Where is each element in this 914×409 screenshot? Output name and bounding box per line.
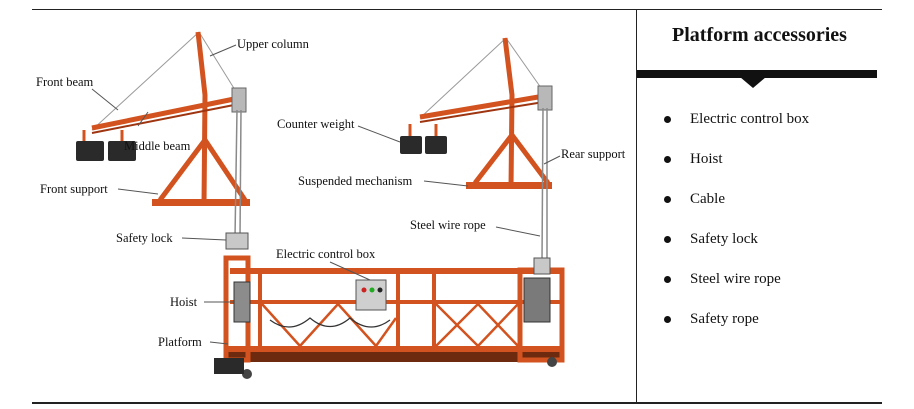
right-rear-support-base xyxy=(466,182,552,189)
frame-bottom-border xyxy=(32,402,882,404)
platform-floor xyxy=(228,352,564,362)
list-item-label: Steel wire rope xyxy=(690,271,781,287)
list-item: Steel wire rope xyxy=(662,268,809,308)
left-stay-cable-front xyxy=(91,31,200,131)
leader-front-support xyxy=(117,188,159,195)
label-front-beam: Front beam xyxy=(36,75,94,89)
right-hoist xyxy=(523,277,551,323)
left-suspension-mechanism xyxy=(76,31,250,239)
left-front-beam xyxy=(91,94,245,131)
label-platform: Platform xyxy=(158,335,202,349)
work-platform xyxy=(214,232,565,379)
bullet-icon xyxy=(664,156,671,163)
bullet-icon xyxy=(664,276,671,283)
bullet-icon xyxy=(664,236,671,243)
platform-wheel-left xyxy=(242,369,252,379)
right-wire-rope-1 xyxy=(541,107,544,263)
label-upper-column: Upper column xyxy=(237,37,310,51)
right-safety-lock xyxy=(533,257,551,275)
control-box-button-1 xyxy=(361,287,367,293)
panel-title-bar xyxy=(637,70,877,78)
leader-platform xyxy=(209,341,229,345)
right-suspension-mechanism xyxy=(400,37,553,263)
electric-control-box xyxy=(355,279,387,311)
list-item-label: Hoist xyxy=(690,151,723,167)
leader-lines xyxy=(91,44,561,345)
leader-electric-control-box xyxy=(329,261,371,281)
left-safety-lock xyxy=(225,232,249,250)
left-wire-rope-2 xyxy=(239,109,242,239)
label-rear-support: Rear support xyxy=(561,147,626,161)
leader-steel-wire-rope xyxy=(495,226,541,237)
left-wire-rope-1 xyxy=(234,109,238,239)
list-item-label: Safety rope xyxy=(690,311,759,327)
left-beam-end-block xyxy=(231,87,247,113)
label-counter-weight: Counter weight xyxy=(277,117,355,131)
right-beam-lower xyxy=(419,100,551,123)
platform-power-cable xyxy=(269,317,391,328)
list-item-label: Electric control box xyxy=(690,111,810,127)
right-counter-weight-1 xyxy=(400,136,422,154)
right-front-beam xyxy=(419,92,551,120)
right-beam-end-block xyxy=(537,85,553,111)
list-item: Safety lock xyxy=(662,228,809,268)
leader-safety-lock xyxy=(181,237,227,241)
list-item: Cable xyxy=(662,188,809,228)
gondola-diagram: Upper column Front beam Middle beam Fron… xyxy=(36,31,626,379)
right-upper-column xyxy=(502,37,515,189)
list-item-label: Cable xyxy=(690,191,725,207)
label-electric-control-box: Electric control box xyxy=(276,247,376,261)
left-hoist xyxy=(233,281,251,323)
accessories-list: Electric control box Hoist Cable Safety … xyxy=(662,108,809,348)
control-box-button-3 xyxy=(377,287,383,293)
frame-top-border xyxy=(32,9,882,10)
leader-upper-column xyxy=(209,44,237,57)
leader-middle-beam xyxy=(137,111,149,127)
label-middle-beam: Middle beam xyxy=(124,139,191,153)
left-counter-weight-1 xyxy=(76,141,104,161)
platform-left-foot xyxy=(214,358,244,374)
right-stay-cable-front xyxy=(419,37,507,119)
leader-front-beam xyxy=(91,88,119,111)
panel-down-arrow-icon xyxy=(740,77,766,88)
platform-bracing-right xyxy=(435,302,519,348)
left-front-support xyxy=(158,135,248,202)
label-steel-wire-rope: Steel wire rope xyxy=(410,218,486,232)
bullet-icon xyxy=(664,316,671,323)
left-beam-lower xyxy=(91,102,245,134)
leader-suspended-mechanism xyxy=(423,180,469,187)
leader-rear-support xyxy=(543,155,561,165)
right-rear-support xyxy=(473,130,550,185)
list-item-label: Safety lock xyxy=(690,231,758,247)
left-counter-weight-2 xyxy=(108,141,136,161)
list-item: Safety rope xyxy=(662,308,809,348)
list-item: Electric control box xyxy=(662,108,809,148)
right-counter-weight-2 xyxy=(425,136,447,154)
label-suspended-mechanism: Suspended mechanism xyxy=(298,174,412,188)
label-safety-lock: Safety lock xyxy=(116,231,173,245)
frame-divider xyxy=(636,9,637,403)
left-upper-column xyxy=(195,31,208,206)
list-item: Hoist xyxy=(662,148,809,188)
label-hoist: Hoist xyxy=(170,295,198,309)
left-stay-cable-rear xyxy=(198,31,241,99)
bullet-icon xyxy=(664,196,671,203)
panel-title: Platform accessories xyxy=(672,24,847,46)
platform-wheel-right xyxy=(547,357,557,367)
bullet-icon xyxy=(664,116,671,123)
platform-bracing-left xyxy=(261,302,398,348)
left-front-support-base xyxy=(152,199,250,206)
leader-counter-weight xyxy=(357,125,401,143)
control-box-button-2 xyxy=(369,287,375,293)
label-front-support: Front support xyxy=(40,182,108,196)
